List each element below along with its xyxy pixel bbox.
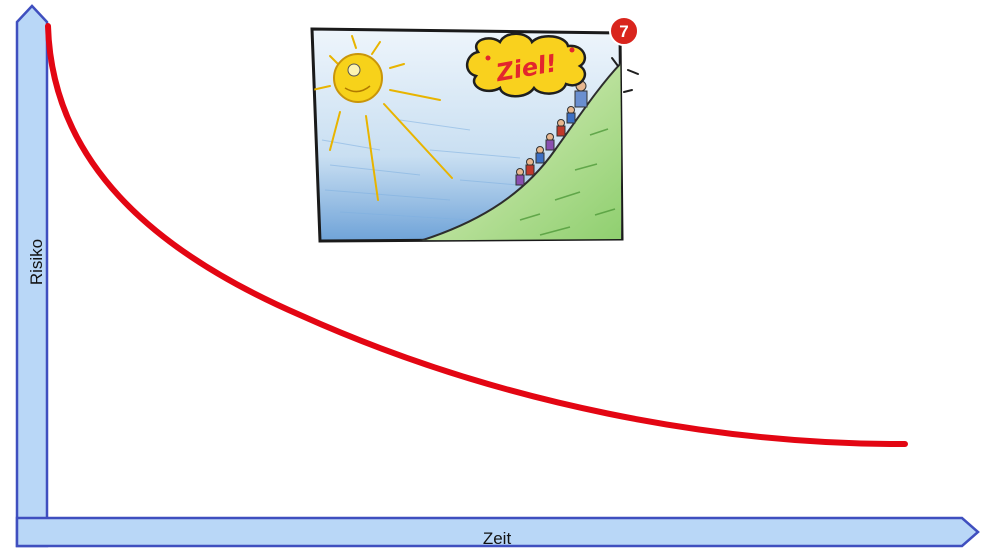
risk-curve [45,23,908,448]
x-axis-arrow [15,516,980,548]
hiker [535,146,545,164]
peak-marks [611,57,639,93]
sun-icon [333,53,383,103]
hikers [515,80,588,186]
hiker [525,158,535,176]
hiker [545,133,555,151]
hiker [515,168,525,186]
goal-illustration: Ziel! 7 [310,16,639,243]
sun-rays [312,35,453,201]
step-number-badge: 7 [609,16,639,46]
hiker [566,106,576,124]
hill [419,59,622,241]
step-number: 7 [619,22,628,41]
goal-cloud: Ziel! [466,32,587,98]
y-axis-label: Risiko [27,239,46,285]
x-axis-label: Zeit [483,529,512,548]
hiker [556,119,566,137]
